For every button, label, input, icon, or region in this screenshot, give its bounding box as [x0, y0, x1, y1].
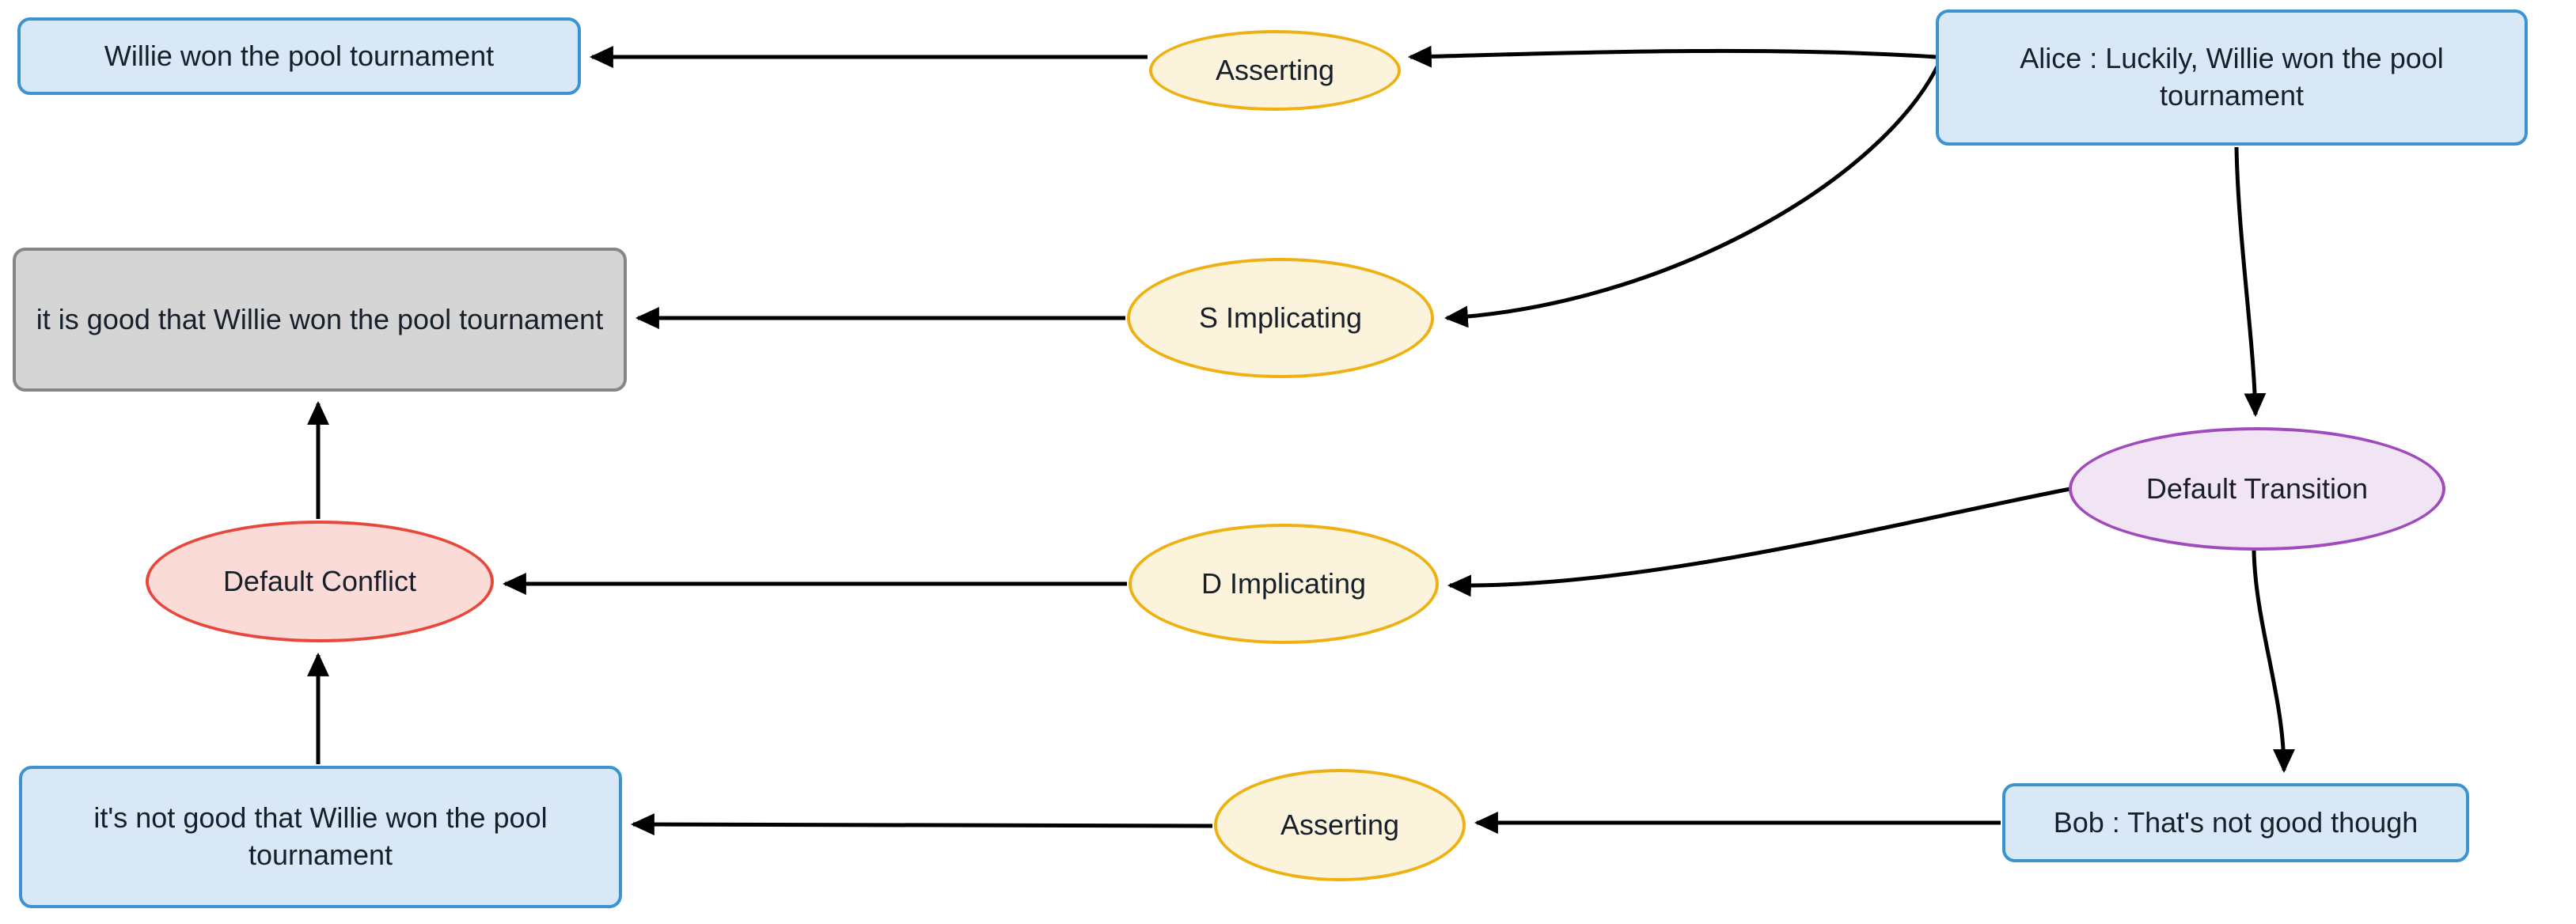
node-label-prop-good-willie-won: it is good that Willie won the pool tour…: [36, 302, 604, 335]
node-trans-default-transition[interactable]: Default Transition: [2069, 427, 2445, 551]
node-illoc-d-implicating[interactable]: D Implicating: [1129, 524, 1439, 644]
node-label-prop-willie-won: Willie won the pool tournament: [104, 39, 495, 72]
node-illoc-s-implicating[interactable]: S Implicating: [1127, 258, 1434, 378]
node-label-illoc-d-implicating: D Implicating: [1201, 566, 1367, 600]
edge-trans-default-transition-to-illoc-d-implicating: [1447, 487, 2071, 597]
edge-loc-alice-to-illoc-asserting-top: [1407, 45, 1937, 68]
edge-trans-default-transition-to-loc-bob: [2252, 550, 2295, 774]
node-loc-alice[interactable]: Alice : Luckily, Willie won the pool tou…: [1936, 9, 2528, 146]
edge-loc-alice-to-trans-default-transition: [2234, 146, 2267, 418]
node-label-illoc-s-implicating: S Implicating: [1198, 301, 1363, 334]
edge-loc-alice-to-illoc-s-implicating: [1444, 59, 1943, 328]
node-label-loc-bob: Bob : That's not good though: [2053, 805, 2419, 839]
node-conflict-default-conflict[interactable]: Default Conflict: [146, 521, 494, 642]
node-label-prop-not-good-willie-won: it's not good that Willie won the pool t…: [93, 801, 548, 871]
node-label-conflict-default-conflict: Default Conflict: [222, 564, 417, 597]
node-prop-not-good-willie-won[interactable]: it's not good that Willie won the pool t…: [19, 766, 622, 908]
node-illoc-asserting-top[interactable]: Asserting: [1149, 30, 1401, 111]
node-prop-good-willie-won[interactable]: it is good that Willie won the pool tour…: [13, 248, 627, 392]
node-loc-bob[interactable]: Bob : That's not good though: [2002, 783, 2469, 862]
node-label-loc-alice: Alice : Luckily, Willie won the pool tou…: [2020, 42, 2444, 112]
edge-illoc-asserting-bottom-to-prop-not-good-willie-won: [630, 813, 1213, 836]
node-label-illoc-asserting-top: Asserting: [1215, 53, 1335, 86]
node-illoc-asserting-bottom[interactable]: Asserting: [1214, 769, 1466, 881]
node-label-illoc-asserting-bottom: Asserting: [1280, 808, 1400, 841]
node-label-trans-default-transition: Default Transition: [2145, 471, 2369, 505]
node-prop-willie-won[interactable]: Willie won the pool tournament: [17, 17, 581, 95]
